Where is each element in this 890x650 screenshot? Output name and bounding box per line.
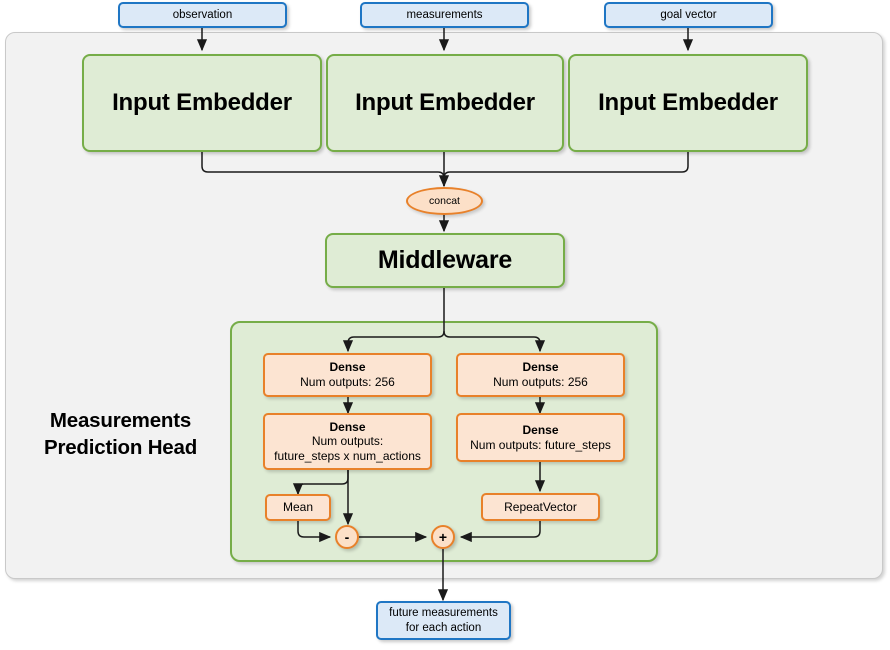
add-symbol: + bbox=[438, 529, 448, 545]
input-embedder-label: Input Embedder bbox=[112, 89, 292, 117]
output-label-line-2: for each action bbox=[405, 621, 482, 634]
dense-outputs: Num outputs: 256 bbox=[493, 375, 588, 389]
input-label: goal vector bbox=[660, 8, 717, 21]
dense-outputs: Num outputs: 256 bbox=[300, 375, 395, 389]
left-dense-1[interactable]: Dense Num outputs: 256 bbox=[263, 353, 432, 397]
input-label: measurements bbox=[406, 8, 483, 21]
dense-outputs: Num outputs: bbox=[311, 434, 384, 449]
output-label-line-1: future measurements bbox=[389, 607, 498, 620]
dense-outputs: Num outputs: future_steps bbox=[470, 437, 611, 452]
left-dense-2[interactable]: Dense Num outputs: future_steps x num_ac… bbox=[263, 413, 432, 470]
right-dense-2[interactable]: Dense Num outputs: future_steps bbox=[456, 413, 625, 462]
concat-node[interactable]: concat bbox=[406, 187, 483, 215]
add-operator[interactable]: + bbox=[431, 525, 455, 549]
input-label: observation bbox=[172, 8, 233, 21]
middleware-label: Middleware bbox=[377, 246, 513, 275]
input-box-goal-vector[interactable]: goal vector bbox=[604, 2, 773, 28]
dense-title: Dense bbox=[522, 360, 559, 375]
dense-title: Dense bbox=[329, 419, 366, 434]
dense-title: Dense bbox=[329, 360, 366, 375]
input-embedder-label: Input Embedder bbox=[355, 89, 535, 117]
right-dense-1[interactable]: Dense Num outputs: 256 bbox=[456, 353, 625, 397]
middleware-block[interactable]: Middleware bbox=[325, 233, 565, 288]
head-title-line-2: Prediction Head bbox=[43, 435, 198, 459]
head-title-line-1: Measurements bbox=[49, 409, 192, 432]
input-box-observation[interactable]: observation bbox=[118, 2, 287, 28]
repeat-vector-block[interactable]: RepeatVector bbox=[481, 493, 600, 521]
subtract-operator[interactable]: - bbox=[335, 525, 359, 549]
dense-title: Dense bbox=[522, 422, 559, 437]
input-embedder-3[interactable]: Input Embedder bbox=[568, 54, 808, 152]
concat-label: concat bbox=[429, 194, 460, 207]
dense-outputs-detail: future_steps x num_actions bbox=[274, 448, 421, 463]
head-title: Measurements Prediction Head bbox=[18, 408, 223, 461]
output-box-future-measurements[interactable]: future measurements for each action bbox=[376, 601, 511, 640]
mean-block[interactable]: Mean bbox=[265, 494, 331, 521]
mean-label: Mean bbox=[282, 500, 314, 515]
subtract-symbol: - bbox=[344, 529, 350, 545]
input-embedder-1[interactable]: Input Embedder bbox=[82, 54, 322, 152]
repeat-vector-label: RepeatVector bbox=[504, 499, 577, 514]
input-embedder-label: Input Embedder bbox=[598, 89, 778, 117]
input-embedder-2[interactable]: Input Embedder bbox=[326, 54, 564, 152]
input-box-measurements[interactable]: measurements bbox=[360, 2, 529, 28]
